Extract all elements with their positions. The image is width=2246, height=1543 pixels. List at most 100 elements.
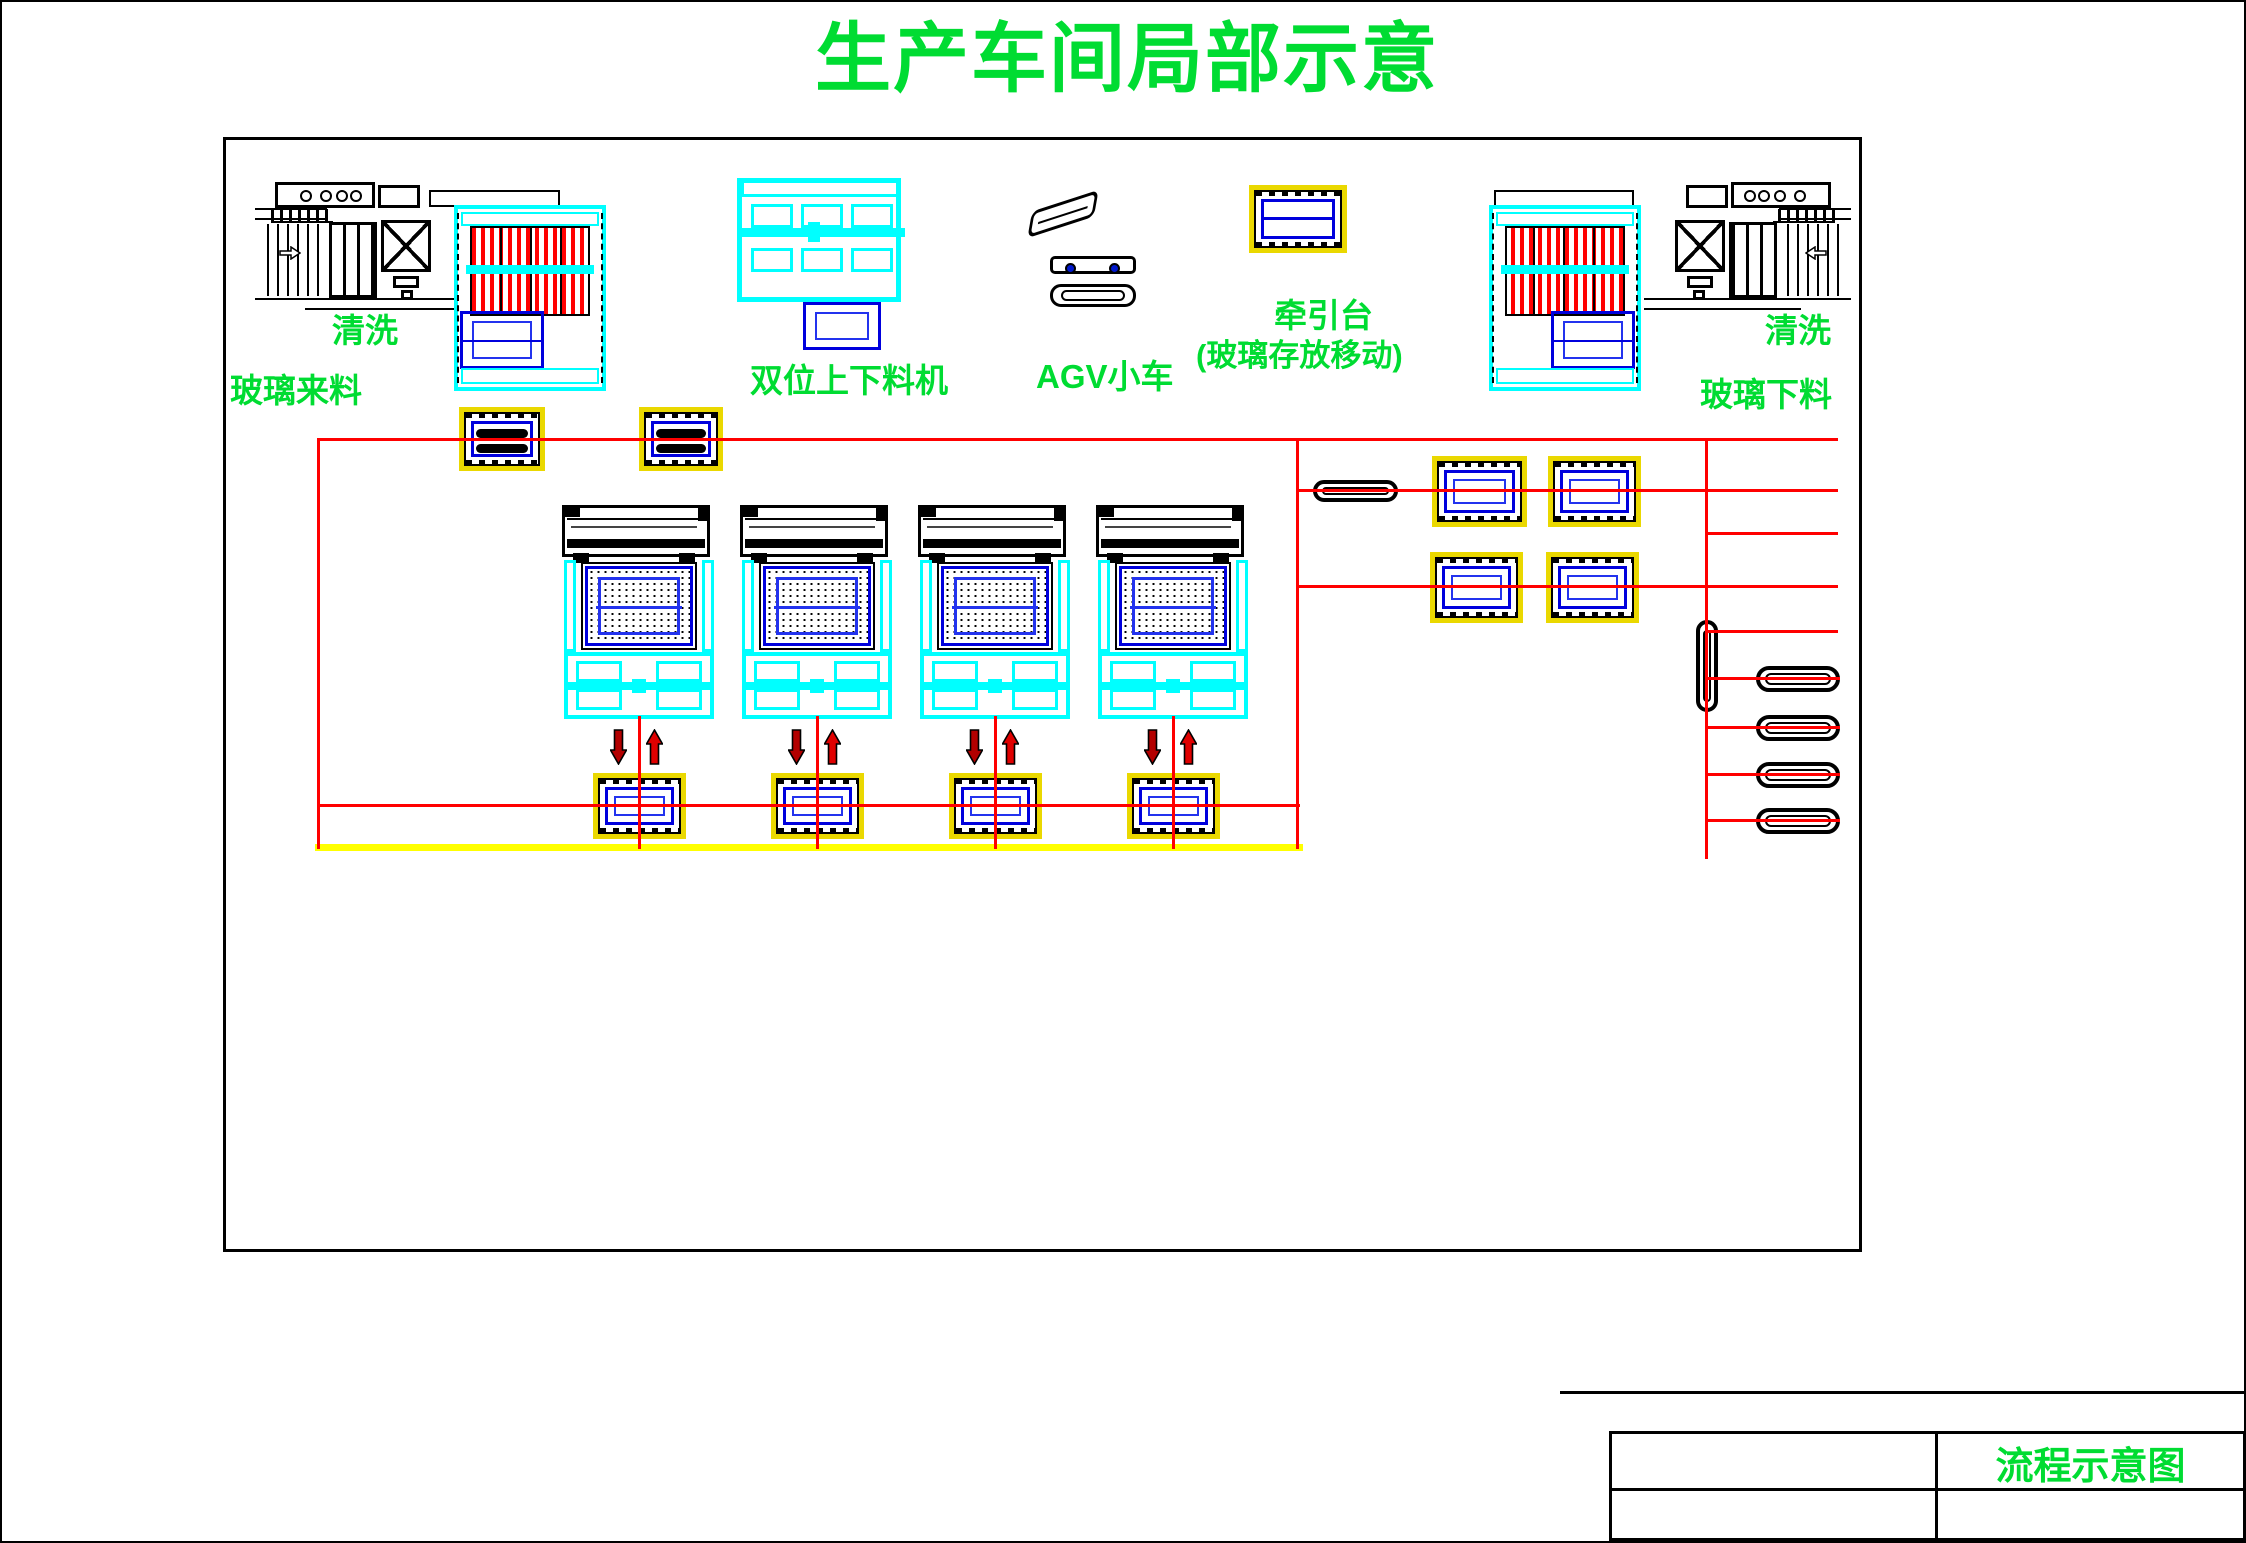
agv-wheel-icon: [1109, 263, 1120, 274]
brush-section: [329, 222, 377, 298]
washer-left: [255, 180, 462, 326]
machine-flow-line-4: [1172, 716, 1175, 849]
agv-top-view-inner: [1061, 290, 1125, 301]
stage-post: [1236, 560, 1248, 652]
washer-right: [1644, 180, 1851, 326]
machine-lower-frame: [742, 652, 892, 719]
flow-branch-1: [1296, 489, 1838, 492]
title-block-divider: [1612, 1488, 2243, 1491]
label-agv: AGV小车: [1036, 358, 1174, 395]
agv-views: [1020, 189, 1150, 315]
glass-pallet-divider: [463, 340, 541, 342]
lower-cell: [656, 661, 702, 682]
flow-line-bottom: [317, 804, 1300, 807]
label-washer-left: 清洗: [332, 312, 398, 349]
arrow-down-icon: [1144, 729, 1161, 765]
head-foot: [1107, 553, 1123, 563]
glass-rack-right: [1489, 205, 1641, 391]
arrow-up-icon: [646, 729, 663, 765]
agv-top-view: [1050, 284, 1136, 307]
dashed-edge: [1256, 242, 1340, 246]
rack-dashed-edge: [1492, 213, 1494, 383]
rack-dashed-edge: [457, 213, 459, 383]
machine-base: [1644, 298, 1851, 300]
machine-glass-stage: [1098, 560, 1248, 652]
buffer-line: [315, 844, 1303, 851]
arrow-up-icon: [1180, 729, 1197, 765]
lower-center: [988, 678, 1002, 693]
arrow-up-icon: [1002, 729, 1019, 765]
lower-cell: [1110, 689, 1156, 710]
glass-rack-left: [454, 205, 606, 391]
machine-glass-stage: [564, 560, 714, 652]
washer-lamp-icon: [350, 190, 362, 202]
glass-panel-frame: [581, 562, 697, 650]
dashed-edge: [1439, 516, 1520, 520]
head-block: [1232, 505, 1244, 521]
rack-mid-rail: [466, 265, 594, 274]
agv-cart-bar: [476, 444, 528, 453]
drawing-name: 流程示意图: [1995, 1446, 2186, 1488]
title-block: 流程示意图: [1609, 1431, 2244, 1541]
rack-dashed-edge: [601, 213, 603, 383]
dashed-edge: [466, 460, 538, 464]
roller-bank: [271, 209, 333, 223]
head-foot: [751, 553, 767, 563]
lower-cell: [834, 689, 880, 710]
machine-lower-frame: [564, 652, 714, 719]
machine-flow-line-3: [994, 716, 997, 849]
process-machine-4: [1096, 505, 1248, 765]
glass-panel-frame: [759, 562, 875, 650]
dashed-edge: [1256, 192, 1340, 196]
stage-post: [1058, 560, 1070, 652]
lower-cell: [1012, 689, 1058, 710]
head-line: [927, 526, 1053, 528]
head-block: [1054, 505, 1066, 521]
loader-cell: [801, 204, 843, 228]
dashed-edge: [646, 460, 716, 464]
glass-panel-divider: [952, 606, 1038, 609]
machine-head: [1096, 505, 1244, 563]
dual-loader-machine: [737, 174, 905, 350]
washer-lamp-icon: [336, 190, 348, 202]
rack-top-rail: [1496, 212, 1634, 226]
drawing-border: [223, 137, 1862, 1252]
glass-panel-frame: [1115, 562, 1231, 650]
flow-direction-arrow-icon: [279, 246, 301, 260]
machine-flow-line-1: [638, 716, 641, 849]
glass-pallet-inner: [815, 312, 869, 340]
head-line: [1105, 526, 1231, 528]
machine-lower-frame: [1098, 652, 1248, 719]
dashed-edge: [1553, 612, 1632, 616]
machine-head: [740, 505, 888, 563]
head-foot: [1035, 553, 1051, 563]
machine-base: [255, 298, 462, 300]
rack-dashed-edge: [1636, 213, 1638, 383]
dashed-edge: [1555, 516, 1634, 520]
label-tow-table: 牵引台: [1274, 297, 1373, 334]
lower-cell: [1012, 661, 1058, 682]
flow-direction-arrow-icon: [1805, 246, 1827, 260]
head-line: [749, 526, 875, 528]
washer-lamp-icon: [320, 190, 332, 202]
machine-head: [562, 505, 710, 563]
dashed-edge: [1437, 559, 1516, 563]
dryer-section: [381, 220, 431, 272]
label-dual-loader: 双位上下料机: [750, 362, 948, 399]
lower-cell: [932, 661, 978, 682]
head-foot: [573, 553, 589, 563]
glass-pallet: [803, 302, 881, 350]
head-block: [562, 505, 580, 517]
washer-cabinet: [1686, 185, 1728, 208]
agv-side-view: [1050, 256, 1136, 274]
head-line: [923, 518, 1061, 520]
washer-lamp-icon: [1744, 190, 1756, 202]
lower-center: [632, 678, 646, 693]
glass-panel-frame: [937, 562, 1053, 650]
head-beam: [1101, 539, 1239, 548]
head-block: [740, 505, 758, 517]
lower-cell: [754, 661, 800, 682]
head-line: [567, 518, 705, 520]
process-machine-2: [740, 505, 892, 765]
lower-cell: [932, 689, 978, 710]
